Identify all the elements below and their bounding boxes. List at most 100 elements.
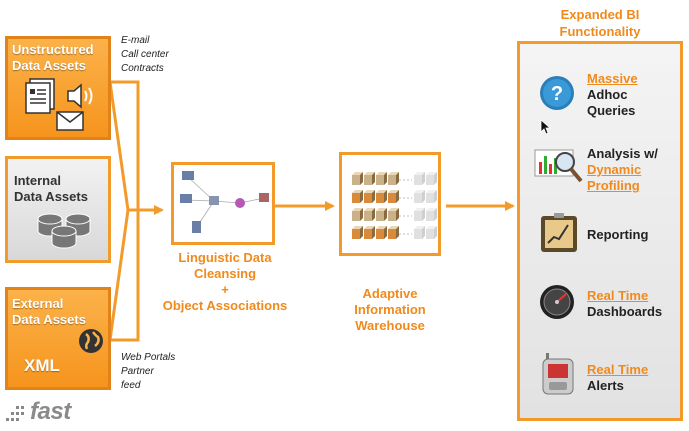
- warehouse-cube-side: [372, 208, 375, 221]
- warehouse-cube-top: [388, 226, 399, 229]
- feature-massive-link[interactable]: Massive: [587, 71, 638, 86]
- warehouse-cube-top: [376, 190, 387, 193]
- warehouse-cube-top: [414, 208, 425, 211]
- speaker-icon: [67, 83, 93, 109]
- warehouse-cube-side: [422, 190, 425, 203]
- warehouse-cube-top: [364, 226, 375, 229]
- help-question-icon: ?: [540, 76, 574, 110]
- warehouse-cube-side: [396, 226, 399, 239]
- warehouse-cube-top: [364, 190, 375, 193]
- warehouse-cube: [376, 175, 384, 185]
- warehouse-cube-side: [372, 226, 375, 239]
- warehouse-cube-top: [388, 190, 399, 193]
- feature-realtime-link-1[interactable]: Real Time: [587, 288, 649, 303]
- warehouse-box: [339, 152, 441, 256]
- feature-reporting: Reporting: [587, 227, 648, 243]
- envelope-icon: [56, 111, 84, 131]
- warehouse-cube: [388, 211, 396, 221]
- svg-text:?: ?: [551, 83, 563, 105]
- warehouse-cube: [388, 193, 396, 203]
- note-partner: Partner: [121, 366, 154, 377]
- warehouse-cube: [426, 229, 434, 239]
- warehouse-cube-top: [352, 208, 363, 211]
- warehouse-cube-top: [364, 172, 375, 175]
- warehouse-cube: [388, 175, 396, 185]
- warehouse-cube: [426, 211, 434, 221]
- cleansing-line1: Linguistic Data: [178, 250, 272, 265]
- globe-icon: [79, 329, 103, 353]
- note-email: E-mail: [121, 35, 150, 46]
- cleansing-label: Linguistic Data Cleansing + Object Assoc…: [150, 250, 300, 314]
- warehouse-cube-side: [384, 190, 387, 203]
- external-title-line2: Data Assets: [12, 312, 86, 327]
- warehouse-line1: Adaptive: [362, 286, 418, 301]
- warehouse-cube: [364, 229, 372, 239]
- warehouse-cube: [376, 193, 384, 203]
- warehouse-line2: Information: [354, 302, 426, 317]
- warehouse-cube-top: [352, 172, 363, 175]
- feature-dashboards-text: Dashboards: [587, 304, 663, 319]
- warehouse-cube-side: [422, 172, 425, 185]
- warehouse-cube: [426, 175, 434, 185]
- external-title-line1: External: [12, 296, 64, 311]
- warehouse-cube-side: [384, 226, 387, 239]
- warehouse-cube: [376, 229, 384, 239]
- warehouse-cube: [352, 211, 360, 221]
- mobile-phone-icon: [542, 353, 574, 395]
- warehouse-cube-top: [426, 208, 437, 211]
- cursor-icon: [540, 119, 552, 135]
- warehouse-cube-side: [434, 172, 437, 185]
- warehouse-cube-side: [434, 190, 437, 203]
- warehouse-cube-top: [414, 190, 425, 193]
- feature-realtime-alerts: Real Time Alerts: [587, 362, 648, 394]
- bi-title: Expanded BI Functionality: [520, 6, 680, 40]
- speedometer-gauge-icon: [540, 285, 574, 319]
- warehouse-cube-side: [396, 172, 399, 185]
- warehouse-cube: [364, 211, 372, 221]
- warehouse-grid-icon: [352, 172, 437, 239]
- external-notes: Web Portals Partner feed: [121, 351, 175, 393]
- warehouse-cube: [364, 175, 372, 185]
- cleansing-line4: Object Associations: [162, 298, 288, 313]
- feature-dynamic-link[interactable]: Dynamic: [587, 162, 642, 177]
- warehouse-cube-side: [396, 208, 399, 221]
- internal-title-line2: Data Assets: [14, 189, 88, 204]
- warehouse-cube: [414, 193, 422, 203]
- warehouse-cube-top: [364, 208, 375, 211]
- warehouse-cube: [376, 211, 384, 221]
- warehouse-cube-top: [376, 226, 387, 229]
- cleansing-line2: Cleansing: [193, 266, 257, 281]
- note-feed: feed: [121, 380, 141, 391]
- warehouse-cube: [352, 229, 360, 239]
- feature-adhoc-text: Adhoc: [587, 87, 628, 102]
- warehouse-cube: [352, 193, 360, 203]
- note-call-center: Call center: [121, 49, 169, 60]
- warehouse-label: Adaptive Information Warehouse: [330, 286, 450, 334]
- warehouse-cube-side: [384, 172, 387, 185]
- feature-realtime-link-2[interactable]: Real Time: [587, 362, 649, 377]
- warehouse-cube-side: [422, 208, 425, 221]
- internal-title-line1: Internal: [14, 173, 61, 188]
- warehouse-cube-side: [384, 208, 387, 221]
- warehouse-cube-top: [414, 172, 425, 175]
- warehouse-cube-side: [372, 190, 375, 203]
- note-contracts: Contracts: [121, 63, 164, 74]
- xml-badge: XML: [24, 356, 60, 375]
- warehouse-cube: [414, 229, 422, 239]
- unstructured-title: Unstructured Data Assets: [12, 42, 94, 74]
- warehouse-cube-side: [422, 226, 425, 239]
- note-web-portals: Web Portals: [121, 352, 176, 363]
- warehouse-cube-top: [414, 226, 425, 229]
- warehouse-cube: [388, 229, 396, 239]
- warehouse-cube-side: [360, 190, 363, 203]
- unstructured-notes: E-mail Call center Contracts: [121, 34, 169, 76]
- feature-dynamic-profiling: Analysis w/ Dynamic Profiling: [587, 146, 658, 194]
- cleansing-plus: +: [221, 282, 229, 297]
- feature-analysis-text: Analysis w/: [587, 146, 658, 161]
- feature-reporting-text: Reporting: [587, 227, 649, 242]
- document-icon: [25, 78, 55, 114]
- unstructured-data-box: Unstructured Data Assets: [5, 36, 111, 140]
- feature-profiling-link[interactable]: Profiling: [587, 178, 640, 193]
- warehouse-cube-top: [352, 226, 363, 229]
- reporting-chart-icon: [541, 213, 577, 252]
